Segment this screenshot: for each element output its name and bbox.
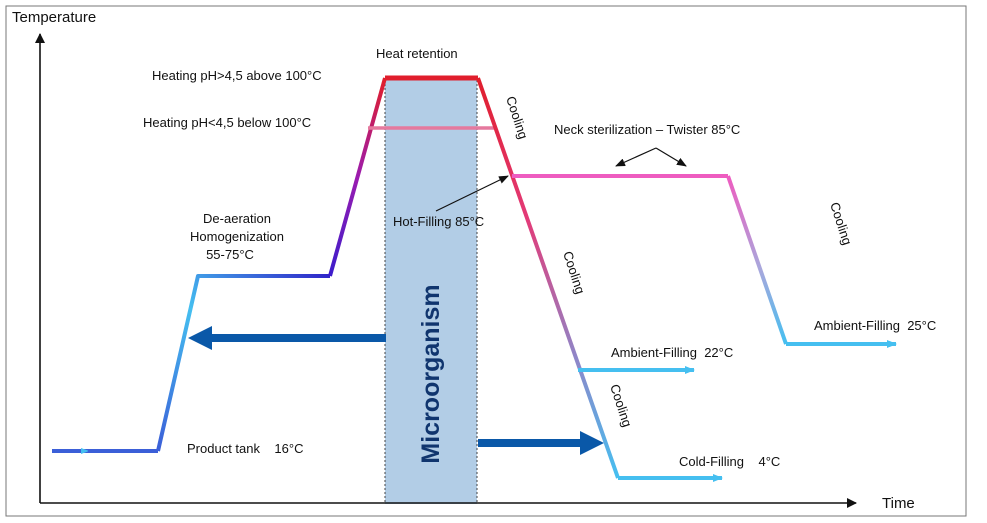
cold-filling-label: Cold-Filling 4°C	[679, 454, 780, 469]
neck-pointer-left	[615, 147, 657, 167]
microorganism-arrow-right-head	[580, 431, 604, 455]
deaeration-label: De-aeration	[203, 211, 271, 226]
heat-retention-label: Heat retention	[376, 46, 458, 61]
deaeration-temperature-label: 55-75°C	[206, 247, 254, 262]
microorganism-arrow-left-head	[188, 326, 212, 350]
diagram-frame	[5, 5, 967, 517]
cooling-label-mid: Cooling	[560, 249, 588, 296]
microorganism-label: Microorganism	[417, 284, 445, 463]
ambient-22-label: Ambient-Filling 22°C	[611, 345, 733, 360]
main-cooling-segment	[476, 77, 620, 479]
heating-below-label: Heating pH<4,5 below 100°C	[143, 115, 311, 130]
hot-filling-pointer	[435, 175, 509, 212]
homogenization-label: Homogenization	[190, 229, 284, 244]
neck-cooling-segment	[726, 175, 788, 345]
x-axis-label: Time	[882, 495, 915, 512]
heating-segment	[328, 77, 387, 277]
cooling-label-neck: Cooling	[827, 200, 855, 247]
y-axis-label: Temperature	[12, 9, 96, 26]
preheat-segment	[156, 274, 330, 452]
ambient-25-label: Ambient-Filling 25°C	[814, 318, 936, 333]
neck-sterilization-label: Neck sterilization – Twister 85°C	[554, 122, 740, 137]
cooling-label-bottom: Cooling	[607, 382, 635, 429]
cooling-label-top: Cooling	[503, 94, 531, 141]
hot-filling-label: Hot-Filling 85°C	[393, 214, 484, 229]
heating-above-label: Heating pH>4,5 above 100°C	[152, 68, 322, 83]
product-tank-label: Product tank 16°C	[187, 441, 303, 456]
microorganism-band	[385, 80, 477, 504]
neck-pointer-right	[655, 147, 687, 167]
